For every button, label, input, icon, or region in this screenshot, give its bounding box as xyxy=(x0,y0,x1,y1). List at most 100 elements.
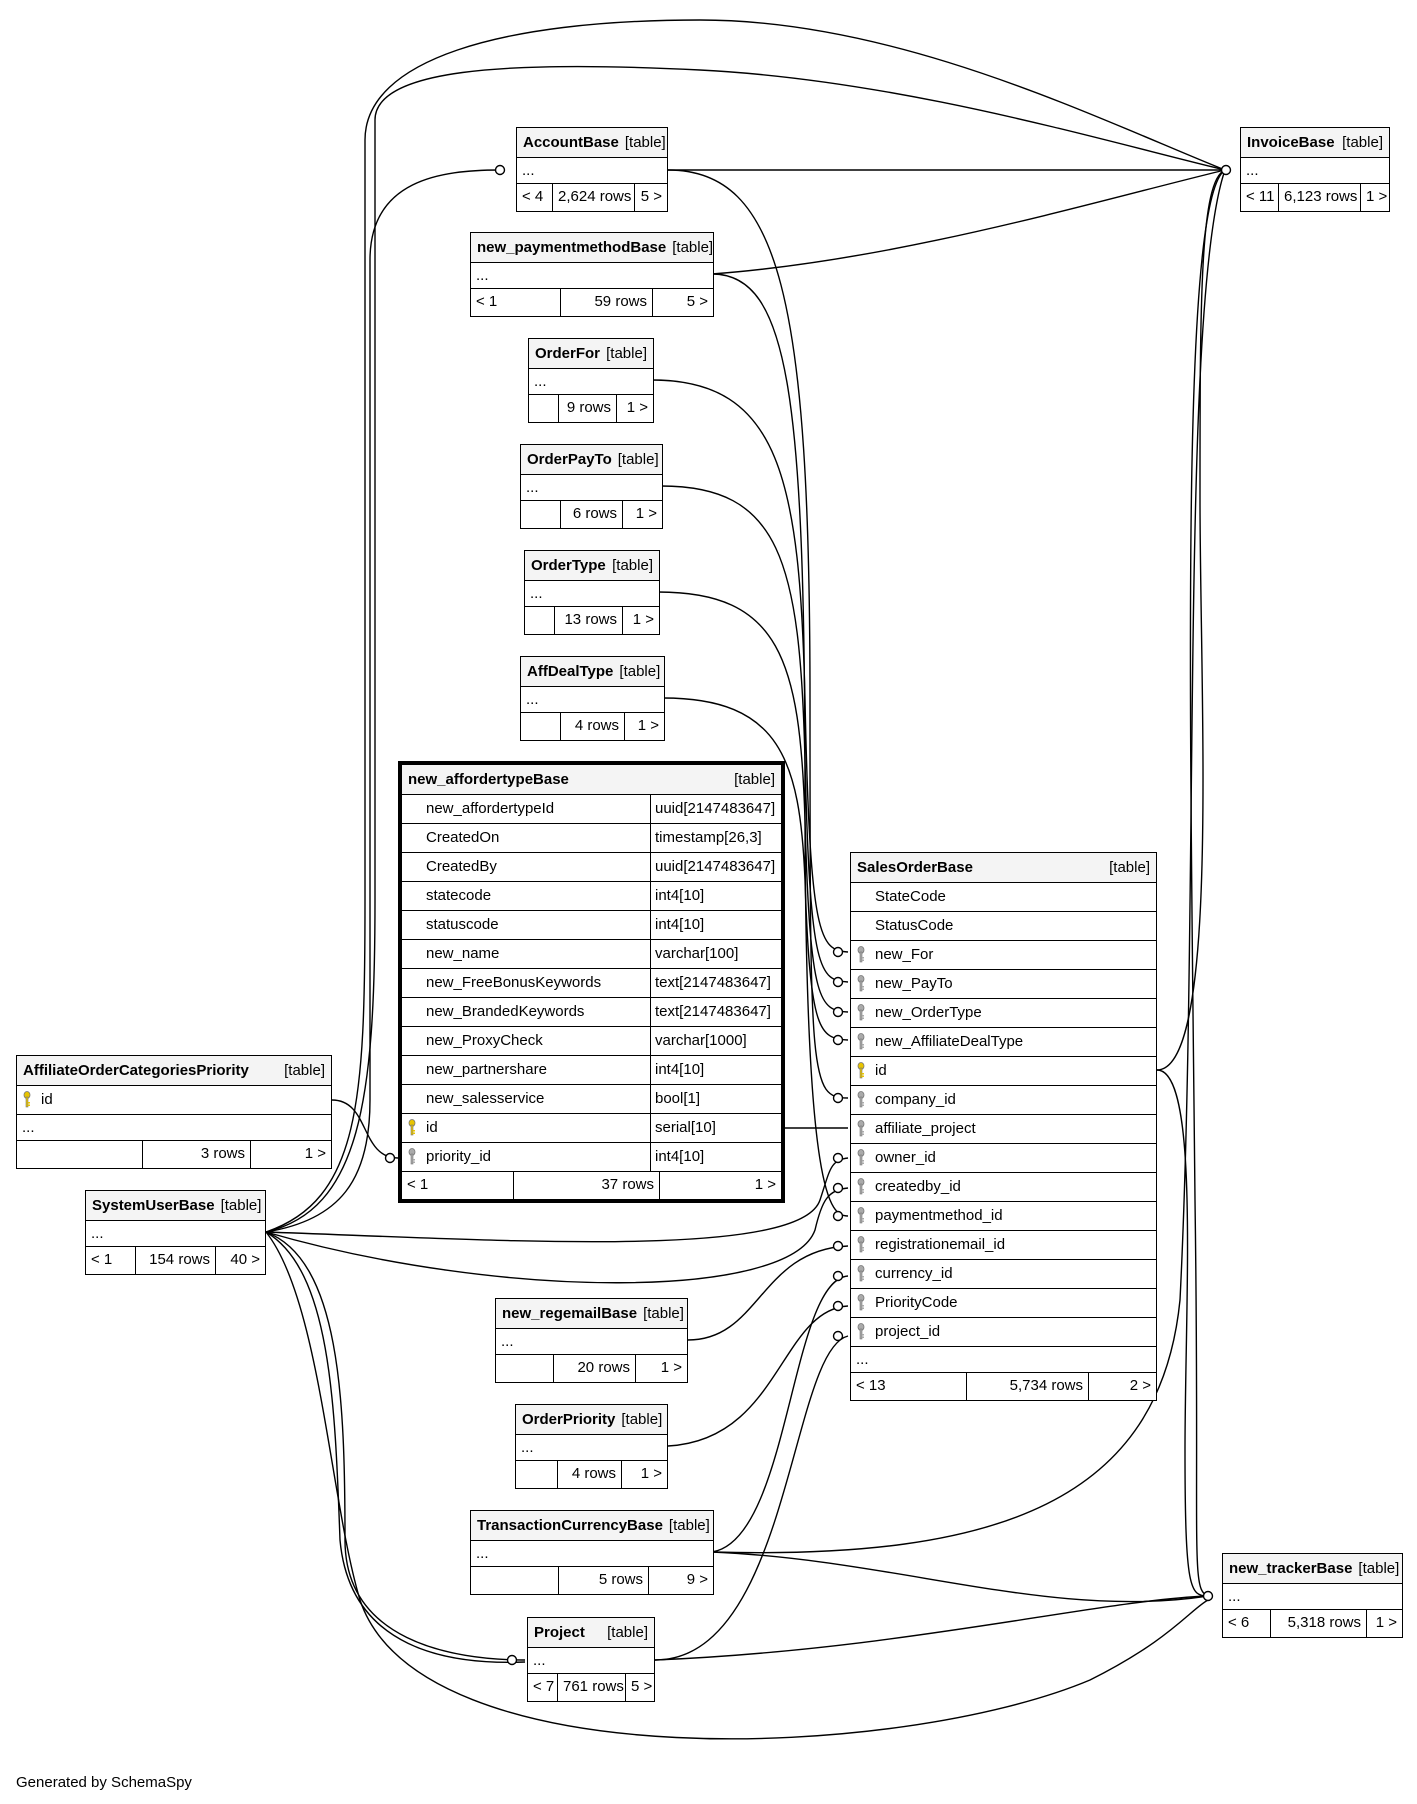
child-count[interactable]: 2 > xyxy=(1129,1377,1151,1394)
column-row[interactable]: new_AffiliateDealType xyxy=(851,1028,1156,1057)
parent-count[interactable]: < 4 xyxy=(517,184,553,211)
child-count[interactable]: 5 > xyxy=(686,293,708,310)
column-type: int4[10] xyxy=(650,1143,781,1171)
column-row[interactable]: new_OrderType xyxy=(851,999,1156,1028)
column-row[interactable]: currency_id xyxy=(851,1260,1156,1289)
table-footer: 20 rows 1 > xyxy=(496,1355,687,1382)
child-count[interactable]: 1 > xyxy=(304,1145,326,1162)
parent-count[interactable]: < 6 xyxy=(1223,1610,1271,1637)
table-footer: < 1 59 rows 5 > xyxy=(471,289,713,316)
column-row[interactable]: createdby_id xyxy=(851,1173,1156,1202)
table-header: OrderPayTo[table] xyxy=(521,445,662,475)
column-row[interactable]: company_id xyxy=(851,1086,1156,1115)
child-count[interactable]: 9 > xyxy=(686,1571,708,1588)
column-name: StateCode xyxy=(875,888,946,905)
parent-count[interactable]: < 13 xyxy=(851,1373,967,1400)
table-affiliateordercategoriespriority[interactable]: AffiliateOrderCategoriesPriority[table] … xyxy=(16,1055,332,1169)
column-row[interactable]: owner_id xyxy=(851,1144,1156,1173)
foreign-key-icon xyxy=(856,1119,870,1139)
table-systemuserbase[interactable]: SystemUserBase[table] ... < 1 154 rows 4… xyxy=(85,1190,266,1275)
table-header: AffDealType[table] xyxy=(521,657,664,687)
column-row[interactable]: StatusCode xyxy=(851,912,1156,941)
child-count[interactable]: 40 > xyxy=(230,1251,260,1268)
primary-key-icon xyxy=(22,1090,36,1110)
child-count[interactable]: 5 > xyxy=(631,1678,653,1695)
column-row[interactable]: paymentmethod_id xyxy=(851,1202,1156,1231)
no-key-icon xyxy=(407,799,421,819)
table-header: SystemUserBase[table] xyxy=(86,1191,265,1221)
parent-count[interactable]: < 1 xyxy=(402,1172,514,1199)
parent-count[interactable]: < 1 xyxy=(471,289,561,316)
column-name: new_FreeBonusKeywords xyxy=(426,974,602,991)
table-new-affordertypebase[interactable]: new_affordertypeBase[table] new_afforder… xyxy=(398,761,785,1203)
column-type: uuid[2147483647] xyxy=(650,853,781,881)
child-count[interactable]: 1 > xyxy=(637,717,659,734)
ellipsis-row: ... xyxy=(17,1115,331,1141)
column-row[interactable]: id xyxy=(17,1086,331,1115)
child-count[interactable]: 1 > xyxy=(1375,1614,1397,1631)
ellipsis-row: ... xyxy=(851,1347,1156,1373)
table-orderpayto[interactable]: OrderPayTo[table] ... 6 rows 1 > xyxy=(520,444,663,529)
table-new-regemailbase[interactable]: new_regemailBase[table] ... 20 rows 1 > xyxy=(495,1298,688,1383)
row-count: 4 rows xyxy=(558,1461,622,1488)
child-count[interactable]: 5 > xyxy=(640,188,662,205)
table-footer: < 1 154 rows 40 > xyxy=(86,1247,265,1274)
column-row[interactable]: project_id xyxy=(851,1318,1156,1347)
column-type: text[2147483647] xyxy=(650,969,781,997)
child-count[interactable]: 1 > xyxy=(1366,188,1388,205)
column-type: text[2147483647] xyxy=(650,998,781,1026)
column-name: PriorityCode xyxy=(875,1294,958,1311)
child-count[interactable]: 1 > xyxy=(660,1359,682,1376)
table-project[interactable]: Project[table] ... < 7 761 rows 5 > xyxy=(527,1617,655,1702)
column-row[interactable]: new_For xyxy=(851,941,1156,970)
column-row[interactable]: affiliate_project xyxy=(851,1115,1156,1144)
ellipsis-row: ... xyxy=(528,1648,654,1674)
child-count[interactable]: 1 > xyxy=(632,611,654,628)
column-row[interactable]: registrationemail_id xyxy=(851,1231,1156,1260)
parent-count[interactable]: < 11 xyxy=(1241,184,1279,211)
table-orderpriority[interactable]: OrderPriority[table] ... 4 rows 1 > xyxy=(515,1404,668,1489)
generated-by-footer[interactable]: Generated by SchemaSpy xyxy=(16,1774,192,1791)
column-name: project_id xyxy=(875,1323,941,1340)
table-transactioncurrencybase[interactable]: TransactionCurrencyBase[table] ... 5 row… xyxy=(470,1510,714,1595)
table-new-paymentmethodbase[interactable]: new_paymentmethodBase[table] ... < 1 59 … xyxy=(470,232,714,317)
edge-account-company xyxy=(667,169,849,1099)
column-row[interactable]: new_PayTo xyxy=(851,970,1156,999)
column-row[interactable]: StateCode xyxy=(851,883,1156,912)
table-invoicebase[interactable]: InvoiceBase[table] ... < 11 6,123 rows 1… xyxy=(1240,127,1390,212)
child-count[interactable]: 1 > xyxy=(626,399,648,416)
marker-priorityid xyxy=(384,1152,396,1164)
column-row[interactable]: new_FreeBonusKeywords text[2147483647] xyxy=(402,969,781,998)
column-name: new_For xyxy=(875,946,934,963)
row-count: 37 rows xyxy=(514,1172,660,1199)
table-orderfor[interactable]: OrderFor[table] ... 9 rows 1 > xyxy=(528,338,654,423)
table-new-trackerbase[interactable]: new_trackerBase[table] ... < 6 5,318 row… xyxy=(1222,1553,1403,1638)
table-ordertype[interactable]: OrderType[table] ... 13 rows 1 > xyxy=(524,550,660,635)
foreign-key-icon xyxy=(856,1090,870,1110)
child-count[interactable]: 1 > xyxy=(635,505,657,522)
edge-ordertype-newordertype xyxy=(657,591,849,1013)
parent-count[interactable]: < 1 xyxy=(86,1247,136,1274)
table-affdealtype[interactable]: AffDealType[table] ... 4 rows 1 > xyxy=(520,656,665,741)
table-accountbase[interactable]: AccountBase[table] ... < 4 2,624 rows 5 … xyxy=(516,127,668,212)
child-count[interactable]: 1 > xyxy=(640,1465,662,1482)
column-row[interactable]: id xyxy=(851,1057,1156,1086)
table-header: new_affordertypeBase[table] xyxy=(402,765,781,795)
column-row[interactable]: PriorityCode xyxy=(851,1289,1156,1318)
parent-count[interactable]: < 7 xyxy=(528,1674,558,1701)
child-count[interactable]: 1 > xyxy=(754,1176,776,1193)
column-cell: CreatedOn xyxy=(402,824,650,852)
